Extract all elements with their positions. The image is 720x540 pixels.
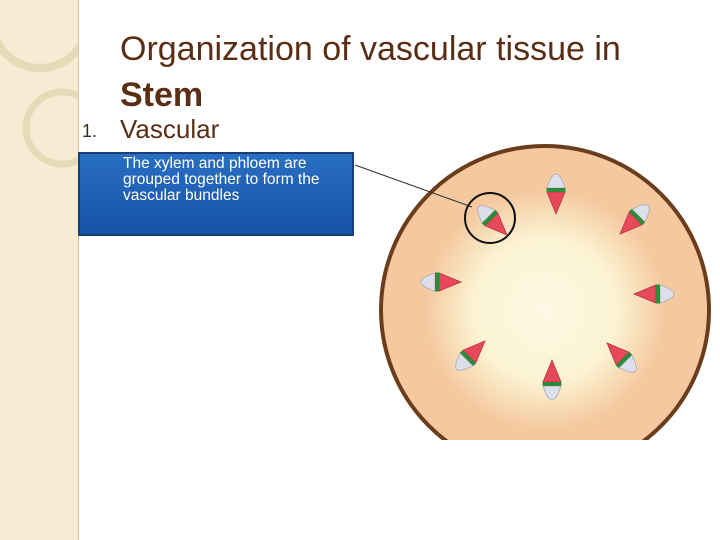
sidebar-rings-decoration bbox=[0, 0, 78, 168]
callout-box: The xylem and phloem are grouped togethe… bbox=[78, 152, 354, 236]
decorative-sidebar bbox=[0, 0, 79, 540]
title-line-2: Stem bbox=[120, 76, 204, 114]
stem-cross-section-diagram bbox=[354, 144, 711, 440]
list-number: 1. bbox=[82, 121, 98, 141]
callout-pointer-line bbox=[354, 164, 473, 208]
page-title: Organization of vascular tissue in Stem bbox=[120, 26, 710, 118]
callout-text: The xylem and phloem are grouped togethe… bbox=[123, 155, 320, 204]
bullet-heading: Vascular bbox=[120, 114, 220, 144]
stem-pith bbox=[425, 190, 665, 430]
title-line-1: Organization of vascular tissue in bbox=[120, 30, 621, 68]
highlight-circle bbox=[464, 192, 516, 244]
